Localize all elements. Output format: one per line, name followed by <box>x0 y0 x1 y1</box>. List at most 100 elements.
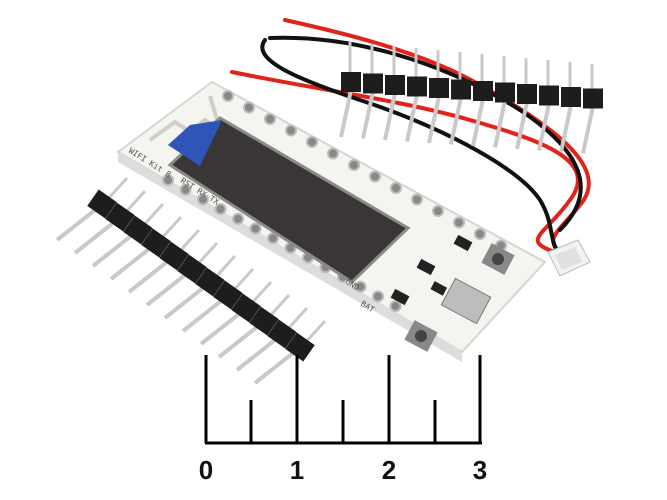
pin-hole <box>411 193 423 206</box>
scale-ruler <box>204 355 482 445</box>
header-block <box>385 75 405 95</box>
pin-hole <box>249 222 262 235</box>
header-pin <box>195 241 219 267</box>
header-block <box>561 87 581 107</box>
header-pin <box>91 234 133 268</box>
header-block <box>363 73 383 94</box>
chip <box>390 288 410 306</box>
header-pin <box>123 189 147 215</box>
black-wire <box>260 38 562 257</box>
pin-header-left <box>55 176 327 385</box>
header-pin <box>109 247 151 281</box>
header-block <box>231 293 261 323</box>
header-pin <box>339 89 353 138</box>
chip <box>430 281 448 296</box>
header-block <box>429 78 449 98</box>
header-pin <box>449 97 463 145</box>
scale-label-1: 1 <box>290 455 304 485</box>
pin-hole <box>197 193 209 206</box>
header-pin <box>303 319 327 345</box>
header-block <box>177 254 207 284</box>
pin-hole <box>306 136 318 148</box>
pin-hole <box>390 182 402 194</box>
header-pin <box>249 280 273 306</box>
header-block <box>495 82 515 103</box>
header-block <box>517 84 537 104</box>
pin-hole <box>432 205 444 217</box>
header-block <box>267 319 297 349</box>
header-pin <box>145 273 187 307</box>
pin-hole <box>354 280 367 293</box>
button-top-cap <box>492 253 504 265</box>
header-block <box>141 228 171 258</box>
usb-port <box>440 277 492 325</box>
jst-connector <box>547 239 591 277</box>
pin-hole <box>389 300 402 313</box>
chip <box>453 234 473 252</box>
header-block <box>583 88 603 109</box>
header-pin <box>177 228 201 254</box>
header-pin <box>559 104 573 153</box>
header-pin <box>471 98 485 147</box>
scale-label-2: 2 <box>382 455 396 485</box>
pin-header-right <box>339 42 603 154</box>
header-block <box>451 79 471 100</box>
button-bottom-cap <box>415 330 427 342</box>
header-pin <box>159 215 183 241</box>
header-pin <box>537 103 551 151</box>
oled-ribbon <box>168 120 222 166</box>
header-block <box>195 267 225 297</box>
pin-hole <box>214 203 227 216</box>
pin-hole <box>453 216 465 229</box>
header-block <box>539 85 559 106</box>
wifi-kit-8-board: WIFI Kit 8 RST RX TX GND BAT <box>116 80 547 362</box>
pin-hole <box>222 90 234 102</box>
header-block <box>123 215 153 245</box>
header-block <box>473 81 493 101</box>
header-pin <box>581 106 595 154</box>
pin-hole <box>162 174 174 186</box>
header-pin <box>105 176 129 202</box>
header-block <box>105 202 135 232</box>
header-pin <box>199 312 241 346</box>
black-wire-2 <box>268 35 583 232</box>
header-pin <box>427 95 441 144</box>
header-pin <box>231 267 255 293</box>
scale-label-3: 3 <box>473 455 487 485</box>
pin-hole <box>264 113 276 125</box>
header-pin <box>163 286 205 320</box>
header-pin <box>55 208 97 242</box>
header-pin <box>73 221 115 255</box>
header-pin <box>285 306 309 332</box>
chip <box>416 258 436 276</box>
header-block <box>213 280 243 310</box>
header-pin <box>405 94 419 142</box>
pin-hole <box>232 212 244 225</box>
header-pin <box>217 325 259 359</box>
battery-cable <box>230 18 591 257</box>
header-block <box>407 76 427 97</box>
header-pin <box>181 299 223 333</box>
header-pin <box>383 92 397 141</box>
header-pin <box>267 293 291 319</box>
pin-hole <box>267 232 279 245</box>
pin-hole <box>327 147 339 160</box>
header-pin <box>493 100 507 148</box>
pin-hole <box>285 124 297 137</box>
pin-hole <box>369 170 381 183</box>
header-pin <box>141 202 165 228</box>
pin-hole <box>474 228 486 240</box>
header-block <box>341 72 361 92</box>
header-block <box>285 332 315 362</box>
pin-hole <box>372 290 384 303</box>
pin-hole <box>348 159 360 171</box>
header-pin <box>253 351 295 385</box>
header-block <box>159 241 189 271</box>
scale-label-0: 0 <box>199 455 213 485</box>
header-pin <box>235 338 277 372</box>
header-block <box>87 189 117 219</box>
pin-hole <box>179 183 192 196</box>
header-pin <box>213 254 237 280</box>
